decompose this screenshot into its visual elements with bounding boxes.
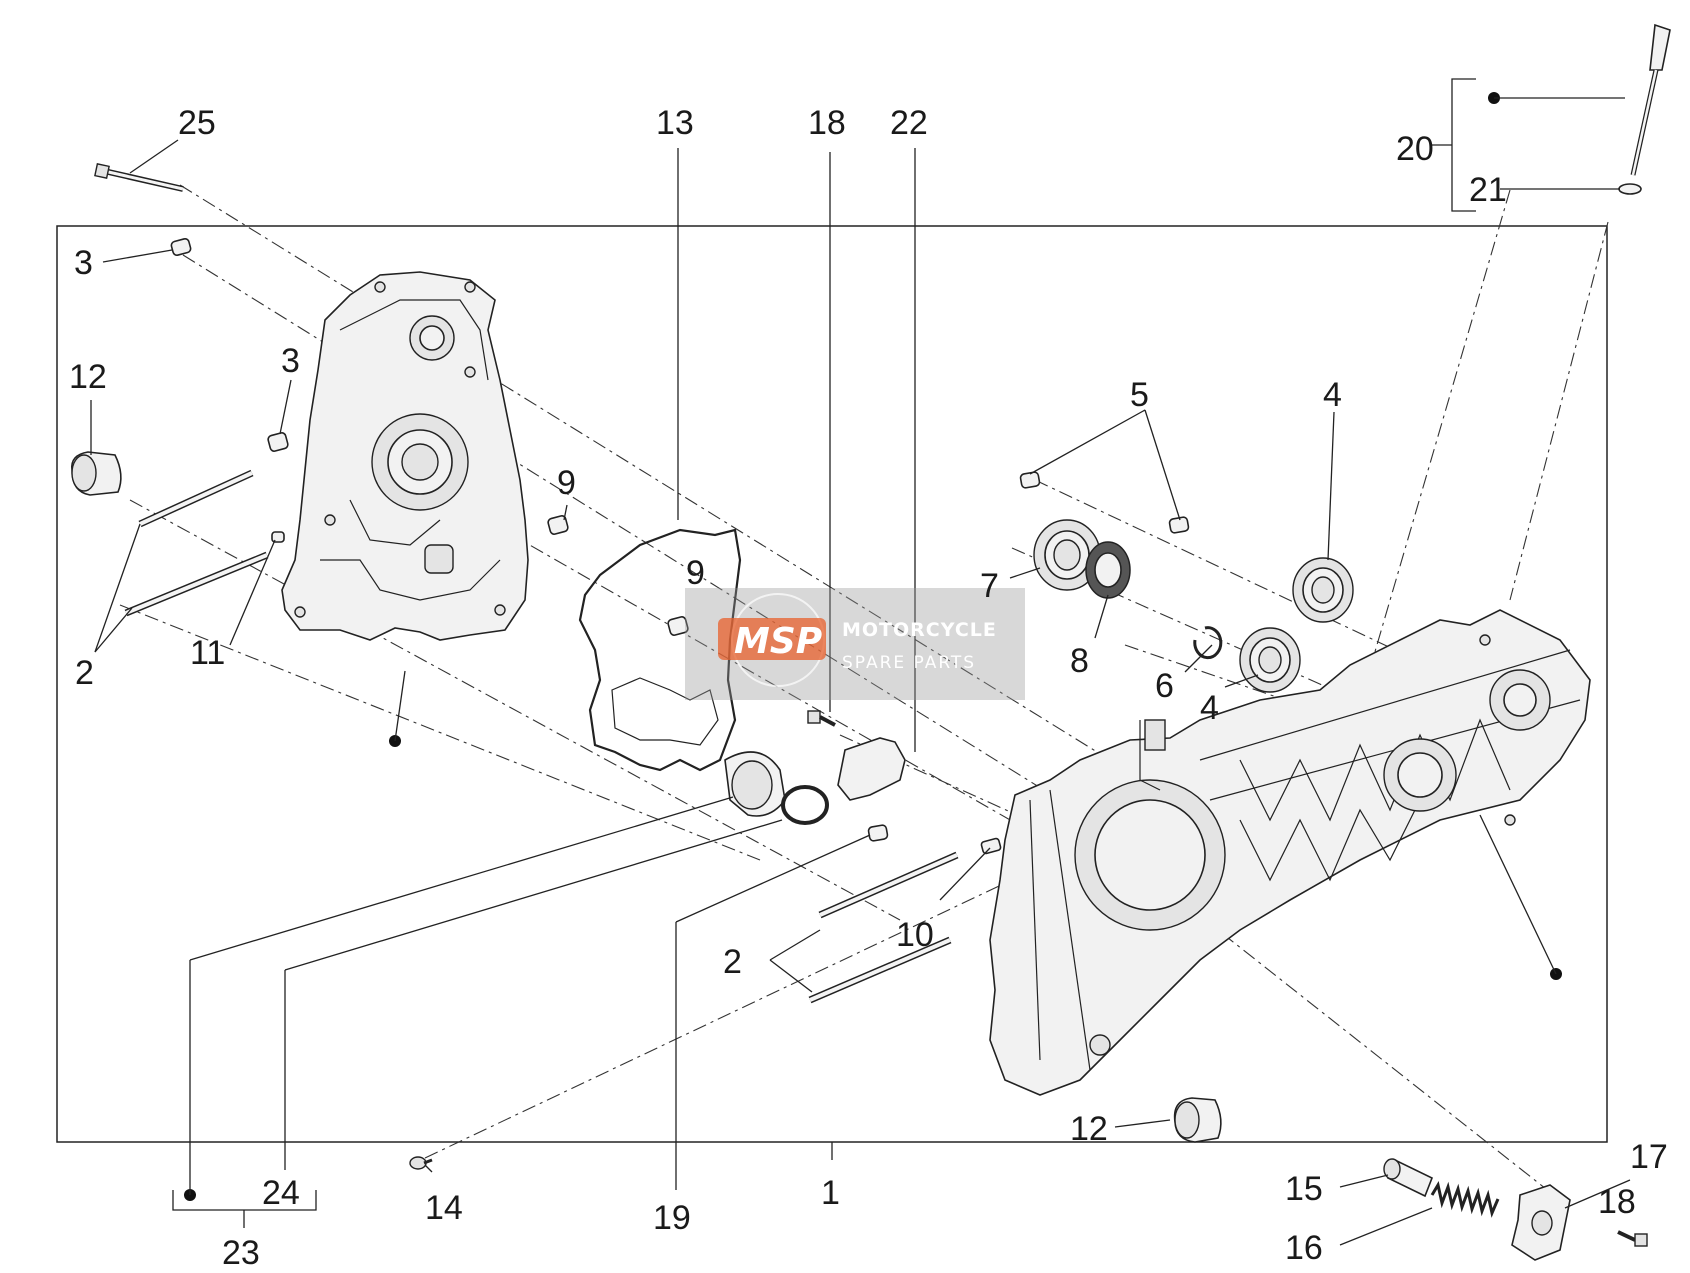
callout: 4	[1200, 689, 1219, 727]
watermark: MSP MOTORCYCLE SPARE PARTS	[685, 588, 1025, 700]
callout: 9	[686, 554, 705, 592]
dowel-part-9-upper	[547, 515, 569, 535]
dowel-part-3-mid	[267, 432, 289, 452]
callout: 6	[1155, 667, 1174, 705]
washer-part-21	[1618, 183, 1642, 195]
callout: 7	[980, 567, 999, 605]
watermark-title: MOTORCYCLE	[842, 619, 997, 641]
callout: 18	[808, 104, 846, 142]
dowel-part-5-a	[1019, 471, 1041, 489]
screw-part-14	[409, 1156, 433, 1170]
watermark-logo: MSP	[734, 621, 822, 662]
dowel-part-3-top	[170, 238, 192, 256]
callout: 4	[1323, 376, 1342, 414]
left-crankcase-half	[281, 271, 529, 641]
right-crankcase-half	[989, 609, 1591, 1096]
callout: 25	[178, 104, 216, 142]
callout: 23	[222, 1234, 260, 1272]
callout: 22	[890, 104, 928, 142]
dowel-part-19	[867, 824, 889, 842]
callout: 17	[1630, 1138, 1668, 1176]
watermark-subtitle: SPARE PARTS	[842, 653, 976, 673]
dipstick-part-20	[1630, 23, 1671, 176]
studs-part-2-left	[124, 469, 269, 617]
callout: 20	[1396, 130, 1434, 168]
callout: 1	[821, 1174, 840, 1212]
dowel-part-5-b	[1168, 516, 1190, 534]
studs-part-2-right	[808, 851, 959, 1004]
bolt-part-18-upper	[807, 710, 836, 727]
bearing-part-4-lower	[1239, 627, 1301, 693]
callout: 2	[723, 943, 742, 981]
callout: 3	[281, 342, 300, 380]
callout: 19	[653, 1199, 691, 1237]
callout-labels: 25 13 18 22 20 21 3 12 3 9 5 4 9 7 8 6 4…	[69, 104, 1668, 1272]
spring-part-16	[1430, 1181, 1500, 1218]
plate-part-22	[837, 737, 906, 801]
callout: 2	[75, 654, 94, 692]
callout: 8	[1070, 642, 1089, 680]
callout: 5	[1130, 376, 1149, 414]
alignment-lines	[119, 184, 1609, 1201]
bushing-part-12-right	[1173, 1097, 1222, 1143]
callout: 21	[1469, 171, 1507, 209]
bolt-part-18-lower	[1617, 1230, 1648, 1247]
callout: 10	[896, 916, 934, 954]
callout: 14	[425, 1189, 463, 1227]
callout: 18	[1598, 1183, 1636, 1221]
callout: 11	[190, 634, 225, 672]
gasket-part-13	[578, 528, 742, 772]
dowel-part-9-lower	[667, 616, 689, 636]
bearing-part-4-upper	[1292, 557, 1354, 623]
callout: 16	[1285, 1229, 1323, 1267]
leader-lines	[90, 97, 1631, 1246]
strainer-part-23	[724, 751, 786, 817]
callout: 9	[557, 464, 576, 502]
bolt-part-25	[94, 163, 184, 192]
oring-part-24	[781, 785, 829, 825]
pin-part-11	[271, 531, 285, 543]
callout: 3	[74, 244, 93, 282]
callout: 12	[1070, 1110, 1108, 1148]
bushing-part-12-left	[71, 451, 122, 496]
pin-part-10	[980, 837, 1002, 855]
callout: 15	[1285, 1170, 1323, 1208]
sleeve-part-15	[1383, 1158, 1434, 1198]
callout: 12	[69, 358, 107, 396]
bearing-part-7	[1033, 519, 1101, 591]
seal-part-8	[1085, 541, 1131, 599]
callout: 24	[262, 1174, 300, 1212]
callout: 13	[656, 104, 694, 142]
circlip-part-6	[1193, 626, 1223, 660]
